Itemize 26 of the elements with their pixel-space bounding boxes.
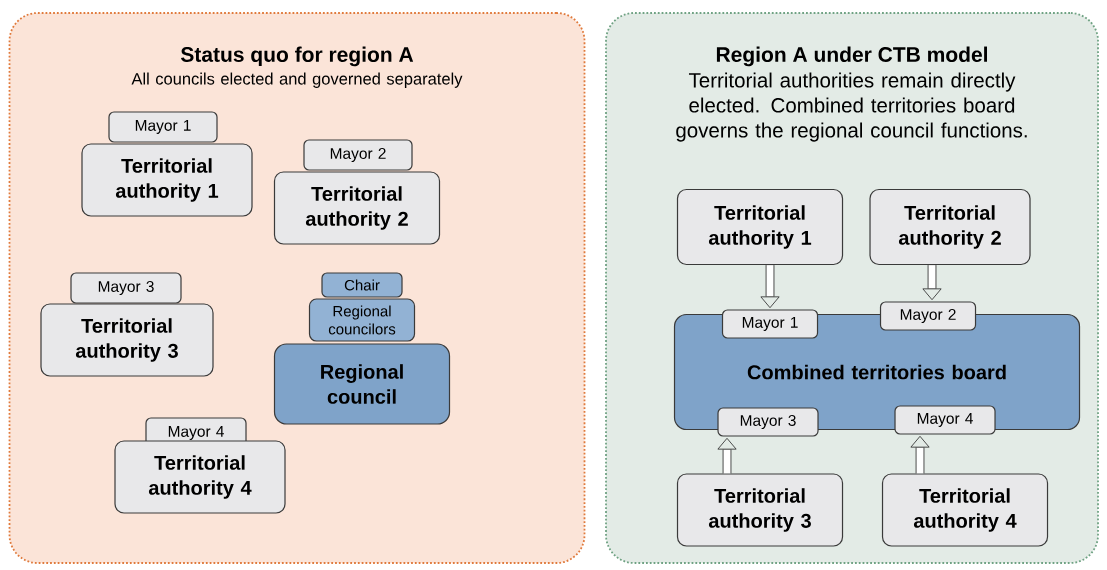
hollow-arrow — [760, 265, 780, 309]
mayor-box: Mayor 3 — [717, 407, 819, 437]
authority-box: Territorial authority 1 — [81, 143, 253, 217]
authority-box: Territorial authority 3 — [40, 303, 214, 377]
council-box: Regional council — [273, 343, 451, 425]
hollow-arrow — [717, 437, 737, 474]
panel-heading: Region A under CTB model — [716, 46, 987, 67]
panel-heading: Status quo for region A — [180, 46, 414, 67]
mayor-box: Mayor 1 — [721, 309, 819, 339]
councilors-box: Regional councilors — [308, 298, 416, 342]
mayor-box: Mayor 2 — [303, 139, 413, 171]
hollow-arrow — [922, 265, 942, 301]
mayor-box: Mayor 4 — [894, 405, 996, 435]
hollow-arrow — [910, 435, 930, 474]
authority-box: Territorial authority 2 — [273, 171, 441, 245]
mayor-box: Mayor 2 — [879, 301, 977, 331]
authority-box: Territorial authority 4 — [114, 440, 286, 514]
authority-box: Territorial authority 2 — [869, 188, 1031, 266]
chair-box: Chair — [321, 272, 403, 298]
panel-subheading: All councils elected and governed separately — [131, 72, 463, 88]
mayor-box: Mayor 1 — [108, 111, 218, 143]
authority-box: Territorial authority 4 — [881, 473, 1049, 547]
authority-box: Territorial authority 1 — [676, 188, 844, 266]
mayor-box: Mayor 3 — [70, 272, 182, 304]
authority-box: Territorial authority 3 — [676, 473, 844, 547]
panel-subheading: Territorial authorities remain directly elected. Combined territories board governs the regional council functions. — [676, 72, 1027, 142]
